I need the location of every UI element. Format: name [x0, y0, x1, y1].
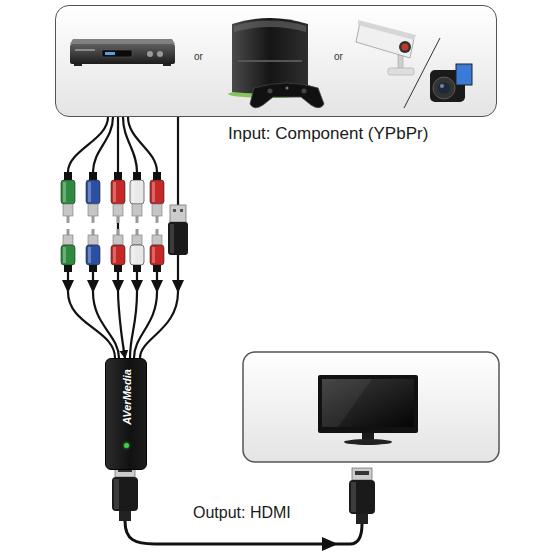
rca-plug [86, 229, 100, 272]
component-wire [68, 117, 157, 358]
dvd-player [102, 50, 132, 57]
dvd-player [70, 44, 175, 64]
flow-arrowhead [151, 280, 163, 293]
usb-plug [180, 209, 183, 212]
security-camera [356, 20, 416, 75]
flow-arrowhead [62, 280, 184, 293]
hdmi-plug [349, 480, 375, 514]
game-console [232, 18, 308, 94]
game-console [234, 21, 306, 33]
hdmi-plug [352, 468, 372, 480]
rca-plug [61, 229, 75, 272]
camcorder [433, 77, 455, 99]
dvd-player [75, 49, 95, 51]
rca-plug [130, 229, 144, 272]
input-label: Input: Component (YPbPr) [228, 124, 428, 144]
camcorder [430, 64, 472, 102]
camcorder [438, 82, 450, 94]
rca-plug [111, 172, 125, 223]
dvd-player [105, 52, 115, 55]
television [318, 375, 418, 433]
security-camera [402, 44, 409, 51]
television [362, 433, 374, 440]
flow-arrowhead [131, 280, 143, 293]
dvd-player [74, 64, 82, 66]
hdmi-plug [112, 477, 138, 511]
security-camera [388, 68, 414, 75]
security-camera [398, 54, 403, 70]
flow-arrowhead [87, 280, 99, 293]
usb-wire [177, 117, 179, 205]
component-wire [68, 272, 115, 358]
usb-plug [173, 209, 176, 212]
output-label: Output: HDMI [193, 503, 291, 522]
converter-box: AVerMedia [105, 358, 147, 470]
brand-label: AVerMedia [121, 369, 133, 425]
dvd-player [157, 51, 163, 57]
television [322, 379, 414, 427]
dvd-player [147, 51, 153, 57]
camcorder [440, 84, 444, 88]
status-led [124, 443, 129, 448]
hdmi-plug [349, 468, 375, 524]
hdmi-plug [112, 465, 138, 521]
game-console [238, 60, 302, 62]
separator-word: or [194, 51, 203, 62]
component-wire [93, 117, 113, 172]
hdmi-cable [322, 537, 338, 551]
rca-plug [150, 229, 164, 272]
security-camera [358, 20, 416, 40]
camcorder [456, 64, 472, 85]
panel-ground [56, 6, 497, 117]
hdmi-plug [351, 482, 356, 512]
flow-arrowhead [172, 280, 184, 293]
hdmi-plug [355, 471, 369, 475]
television [344, 439, 392, 445]
security-camera [399, 41, 411, 53]
hdmi-plug [356, 514, 368, 524]
game-console [250, 83, 324, 108]
hdmi-cable [125, 521, 362, 551]
television [318, 375, 418, 445]
dvd-player [163, 64, 171, 66]
television [322, 379, 372, 427]
usb-plug [170, 205, 186, 222]
game-console [302, 89, 307, 94]
flow-arrowhead [112, 280, 124, 293]
separator-word: or [334, 51, 343, 62]
usb-plug [168, 222, 188, 255]
dvd-player [70, 39, 175, 66]
usb-plug [170, 224, 174, 253]
game-console [228, 18, 324, 108]
rca-plug [111, 229, 125, 272]
component-wire [128, 117, 157, 172]
game-console [268, 89, 273, 94]
rca-plug [86, 172, 100, 223]
rca-plug [150, 172, 164, 223]
hdmi-plug [114, 479, 119, 509]
game-console [286, 87, 289, 90]
usb-wire [140, 117, 178, 358]
flow-arrowhead [62, 280, 74, 293]
input-device-panel: or or [55, 5, 497, 117]
tv-panel [243, 352, 499, 462]
rca-plug [61, 172, 75, 223]
rca-plug [130, 172, 144, 223]
dvd-player [70, 39, 175, 44]
hdmi-plug [119, 511, 131, 521]
usb-plug [168, 205, 188, 255]
